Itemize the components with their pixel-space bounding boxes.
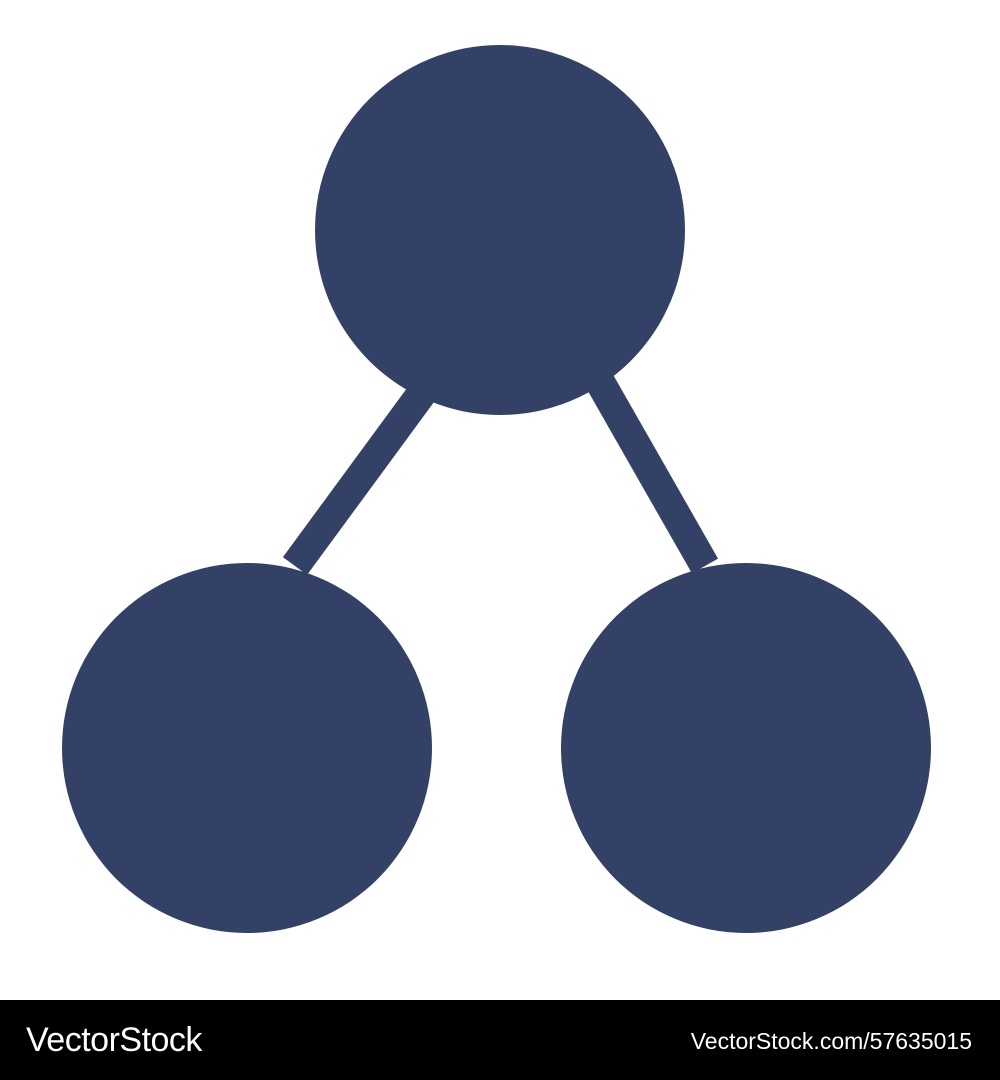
connector-right: [586, 374, 719, 574]
hierarchy-network-icon: [62, 45, 931, 933]
stock-image-id: VectorStock.com/57635015: [690, 1028, 972, 1054]
connector-left: [282, 384, 435, 575]
bottom-left-node: [62, 563, 432, 933]
vectorstock-logo: VectorStock: [26, 1021, 202, 1059]
watermark-footer: VectorStock VectorStock.com/57635015: [0, 1000, 1000, 1080]
illustration-canvas: [62, 45, 931, 933]
top-node: [315, 45, 685, 415]
bottom-right-node: [561, 563, 931, 933]
